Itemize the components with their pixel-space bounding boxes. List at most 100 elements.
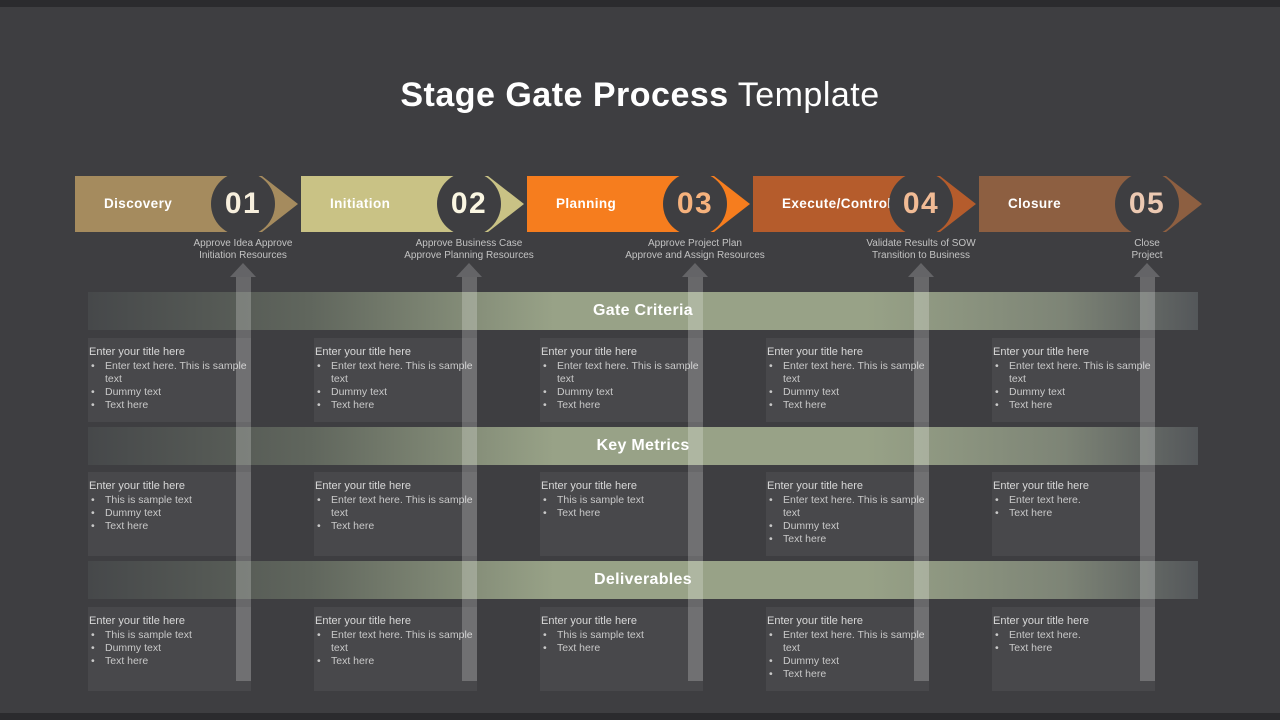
- content-bullet: •Enter text here. This is sample text: [88, 360, 251, 386]
- stage-number-badge: 04: [889, 172, 953, 236]
- bullet-text: Text here: [105, 655, 149, 667]
- content-bullet: • Text here: [314, 655, 477, 668]
- bullet-text: Enter text here. This is sample text: [331, 360, 473, 385]
- bullet-text: Dummy text: [331, 386, 388, 398]
- content-bullet: • Text here: [314, 399, 477, 412]
- section-band-gate-criteria: Gate Criteria: [88, 292, 1198, 330]
- bullet-marker: •: [543, 629, 547, 641]
- stage-number-badge: 05: [1115, 172, 1179, 236]
- stage-number-badge: 03: [663, 172, 727, 236]
- content-bullet: •Text here: [314, 520, 477, 533]
- content-bullet: •Enter text here. This is sample text: [766, 360, 929, 386]
- connector-bar: [1140, 277, 1155, 681]
- bullet-text: Dummy text: [783, 520, 840, 532]
- bullet-text: Dummy text: [105, 507, 162, 519]
- bullet-text: Text here: [105, 520, 149, 532]
- content-block-title: Enter your title here: [315, 615, 411, 627]
- bullet-text: Enter text here. This is sample text: [783, 360, 925, 385]
- content-block-title: Enter your title here: [315, 346, 411, 358]
- bullet-marker: •: [769, 386, 773, 398]
- bullet-text: This is sample text: [105, 629, 192, 641]
- bullet-marker: •: [317, 494, 321, 506]
- section-title: Gate Criteria: [593, 302, 693, 319]
- content-bullet: •Text here: [88, 520, 251, 533]
- connector-arrow-up-icon: [682, 263, 708, 277]
- stage-caption-line: Initiation Resources: [199, 249, 287, 261]
- connector-bar: [688, 277, 703, 681]
- bullet-marker: •: [995, 642, 999, 654]
- bullet-marker: •: [769, 520, 773, 532]
- content-block: Enter your title here•Enter text here. T…: [314, 472, 477, 556]
- bullet-text: Enter text here. This is sample text: [557, 360, 699, 385]
- content-bullet: •Text here: [992, 507, 1155, 520]
- content-block-title: Enter your title here: [993, 615, 1089, 627]
- content-block: Enter your title here•Enter text here. T…: [766, 472, 929, 556]
- content-block-title: Enter your title here: [89, 480, 185, 492]
- slide-title-light: Template: [737, 76, 880, 114]
- connector-bar: [914, 277, 929, 681]
- bullet-text: Enter text here.: [1009, 629, 1081, 641]
- content-bullet: •Dummy text: [88, 386, 251, 399]
- content-block: Enter your title here•Enter text here. T…: [992, 338, 1155, 422]
- bullet-text: Text here: [331, 399, 375, 411]
- content-block-title: Enter your title here: [993, 346, 1089, 358]
- content-block-title: Enter your title here: [767, 615, 863, 627]
- connector-arrow-up-icon: [456, 263, 482, 277]
- stage-caption-line: Transition to Business: [871, 249, 970, 261]
- bullet-marker: •: [995, 386, 999, 398]
- bullet-marker: •: [769, 668, 773, 680]
- bullet-text: Text here: [557, 507, 601, 519]
- content-bullet: •Text here: [540, 642, 703, 655]
- bullet-marker: •: [91, 494, 95, 506]
- bullet-text: Text here: [1009, 642, 1053, 654]
- bullet-marker: •: [317, 655, 321, 667]
- bullet-marker: •: [543, 386, 547, 398]
- stage-caption-line: Approve and Assign Resources: [625, 249, 765, 261]
- bullet-text: Enter text here. This is sample text: [783, 494, 925, 519]
- content-block: Enter your title here•Enter text here. T…: [88, 338, 251, 422]
- content-bullet: •Dummy text: [992, 386, 1155, 399]
- bullet-text: Enter text here. This is sample text: [105, 360, 247, 385]
- content-block-title: Enter your title here: [541, 346, 637, 358]
- bullet-marker: •: [91, 655, 95, 667]
- content-block: Enter your title here•Enter text here. T…: [314, 607, 477, 691]
- bullet-text: Text here: [783, 399, 827, 411]
- content-bullet: •Text here: [88, 399, 251, 412]
- bullet-marker: •: [317, 399, 321, 411]
- connector-arrow-up-icon: [1134, 263, 1160, 277]
- stage-caption-line: Project: [1131, 249, 1163, 261]
- content-bullet: •Text here: [540, 507, 703, 520]
- bullet-text: Dummy text: [105, 386, 162, 398]
- bullet-marker: •: [317, 629, 321, 641]
- bullet-marker: •: [543, 360, 547, 372]
- content-bullet: • Enter text here. This is sample text: [314, 494, 477, 520]
- bullet-text: Enter text here. This is sample text: [331, 494, 473, 519]
- stage-caption-line: Approve Idea Approve: [193, 238, 293, 249]
- content-bullet: • Text here: [88, 655, 251, 668]
- bullet-marker: •: [317, 386, 321, 398]
- connector-bar: [462, 277, 477, 681]
- bullet-text: Text here: [331, 655, 375, 667]
- content-bullet: •This is sample text: [88, 494, 251, 507]
- content-block-title: Enter your title here: [767, 480, 863, 492]
- bullet-text: Text here: [331, 520, 375, 532]
- connector-bar: [236, 277, 251, 681]
- stage-label: Planning: [556, 196, 617, 211]
- bullet-marker: •: [91, 642, 95, 654]
- bullet-text: This is sample text: [557, 629, 644, 641]
- content-bullet: • Enter text here. This is sample text: [540, 360, 703, 386]
- stage-caption-line: Validate Results of SOW: [866, 238, 976, 249]
- bullet-marker: •: [769, 399, 773, 411]
- bullet-text: Text here: [1009, 507, 1053, 519]
- content-bullet: •Enter text here. This is sample text: [766, 494, 929, 520]
- bullet-marker: •: [995, 399, 999, 411]
